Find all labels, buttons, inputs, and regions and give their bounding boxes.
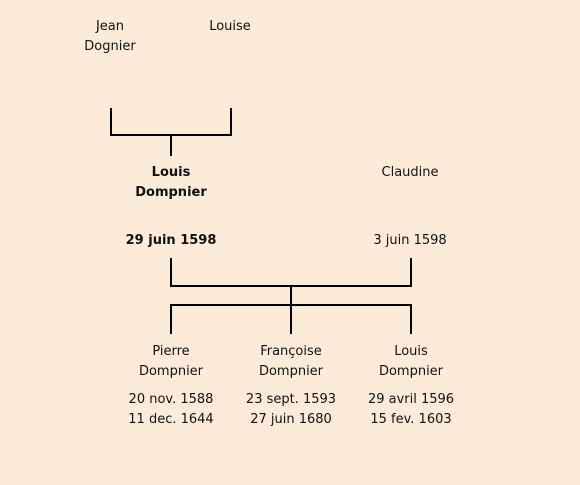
person-jean-dognier: Jean Dognier: [70, 17, 150, 57]
connector-line: [230, 108, 232, 136]
connector-line: [170, 304, 172, 334]
person-first-name: Françoise: [260, 344, 322, 359]
person-first-name: Louis: [394, 344, 428, 359]
person-death-date: 27 juin 1680: [250, 412, 332, 427]
person-first-name: Claudine: [381, 165, 439, 180]
person-birth-date: 29 avril 1596: [367, 392, 455, 407]
person-first-name: Louis: [151, 165, 191, 180]
person-last-name: Dompnier: [135, 185, 207, 200]
person-birth-date: 20 nov. 1588: [128, 392, 214, 407]
person-death-date: 15 fev. 1603: [370, 412, 452, 427]
person-claudine: Claudine: [360, 163, 460, 183]
connector-line: [410, 304, 412, 334]
person-louis-dompnier-child: Louis Dompnier: [355, 342, 467, 382]
connector-line: [110, 108, 112, 136]
person-last-name: Dompnier: [258, 364, 324, 379]
person-francoise-dompnier: Françoise Dompnier: [235, 342, 347, 382]
connector-line: [290, 304, 292, 334]
person-louis-dompnier-parent: Louis Dompnier: [120, 163, 222, 203]
connector-line: [290, 285, 292, 305]
person-pierre-dompnier: Pierre Dompnier: [115, 342, 227, 382]
person-louise: Louise: [190, 17, 270, 37]
connector-line: [170, 134, 172, 156]
person-death-date: 11 dec. 1644: [128, 412, 214, 427]
connector-line: [170, 258, 172, 287]
person-date: 29 juin 1598: [125, 233, 217, 248]
person-last-name: Dompnier: [138, 364, 204, 379]
person-first-name: Pierre: [152, 344, 190, 359]
person-last-name: Dognier: [84, 39, 136, 54]
person-birth-date: 23 sept. 1593: [245, 392, 337, 407]
person-first-name: Jean: [95, 19, 125, 34]
person-first-name: Louise: [209, 19, 251, 34]
person-last-name: Dompnier: [378, 364, 444, 379]
connector-line: [410, 258, 412, 287]
person-date: 3 juin 1598: [373, 233, 447, 248]
